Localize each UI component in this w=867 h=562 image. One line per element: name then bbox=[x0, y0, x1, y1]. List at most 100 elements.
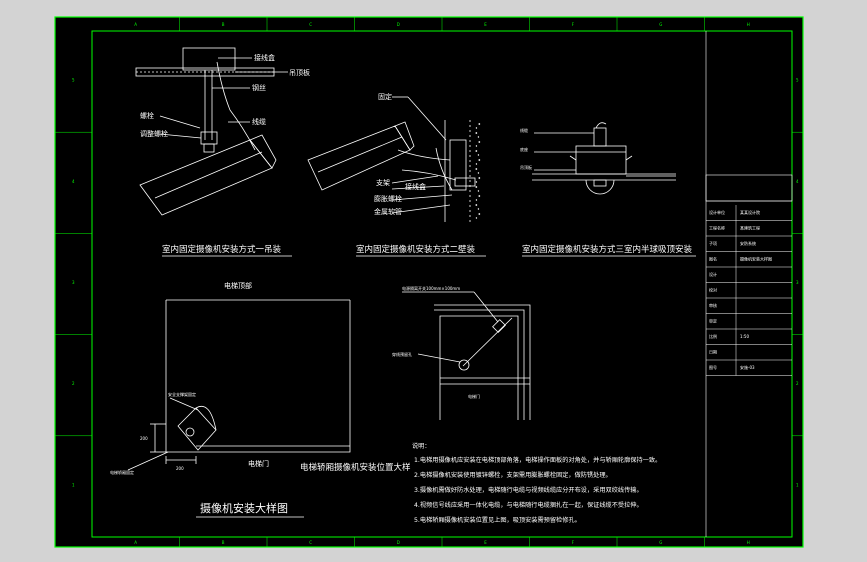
title-block-text: 设计单位某某设计院工程名称某建筑工程子项安防系统图名摄像机安装大样图设计校对审核… bbox=[709, 209, 772, 370]
wall-hatch-dot bbox=[475, 181, 478, 183]
column-marker-bottom: C bbox=[309, 540, 312, 545]
wall-hatch-dot bbox=[475, 199, 478, 201]
dome-caption: 室内固定摄像机安装方式三室内半球吸顶安装 bbox=[522, 244, 693, 255]
title-block-label: 审定 bbox=[709, 318, 717, 324]
title-block-label: 设计单位 bbox=[709, 209, 725, 215]
label-cable: 线缆 bbox=[252, 117, 266, 126]
notes-heading: 说明： bbox=[412, 442, 431, 450]
row-marker-right: 4 bbox=[796, 179, 799, 184]
corner-labels: 电源隔离开关100mm×100mm 穿线预留孔 电梯门 bbox=[392, 285, 480, 399]
row-marker-left: 3 bbox=[72, 280, 75, 285]
title-block-label: 日期 bbox=[709, 349, 717, 355]
row-marker-left: 2 bbox=[72, 381, 75, 386]
pendant-labels: 接线盒 吊顶板 钢丝 螺栓 调整螺栓 线缆 室内固定摄像机安装方式一吊装 bbox=[140, 53, 310, 255]
column-marker-bottom: G bbox=[659, 540, 662, 545]
wall-hatch-dot bbox=[475, 217, 478, 219]
column-marker-top: G bbox=[659, 22, 662, 27]
label-wall-bolt: 膨胀螺栓 bbox=[374, 194, 402, 203]
title-block-label: 图号 bbox=[709, 364, 717, 370]
label-dim-h: 200 bbox=[176, 466, 184, 471]
elevator-labels: 电梯顶部 安全支撑架固定 电梯轿厢固定 200 200 电梯门 电梯轿厢摄像机安… bbox=[110, 281, 411, 475]
note-line-1: 1.电梯用摄像机应安装在电梯顶部角落，电梯操作面板的对角处，并与轿厢轮廓保持一致… bbox=[414, 456, 661, 464]
note-line-2: 2.电梯摄像机安装使用镀锌螺栓，支架需用膨胀螺栓固定，做防锈处理。 bbox=[414, 471, 612, 479]
column-marker-top: B bbox=[222, 22, 225, 27]
wall-hatch-dot bbox=[477, 190, 480, 192]
wall-texture bbox=[475, 123, 481, 219]
pendant-caption: 室内固定摄像机安装方式一吊装 bbox=[162, 244, 282, 255]
label-wall-bracket: 支架 bbox=[376, 178, 390, 187]
title-block-label: 工程名称 bbox=[709, 225, 725, 231]
column-marker-top: D bbox=[397, 22, 400, 27]
label-dome-base: 底座 bbox=[520, 146, 528, 152]
note-line-3: 3.摄像机需做好防水处理，电梯随行电缆与视频线缆应分开布设，采用双绞线传输。 bbox=[414, 486, 643, 494]
wall-hatch-dot bbox=[475, 132, 478, 134]
title-block-label: 子项 bbox=[709, 240, 717, 246]
column-marker-top: C bbox=[309, 22, 312, 27]
row-marker-right: 5 bbox=[796, 78, 799, 83]
notes-block: 说明： 1.电梯用摄像机应安装在电梯顶部角落，电梯操作面板的对角处，并与轿厢轮廓… bbox=[412, 442, 661, 524]
pendant-view bbox=[135, 47, 288, 216]
wall-hatch-dot bbox=[475, 127, 478, 129]
corner-view bbox=[402, 291, 531, 420]
label-corner-conduit: 电源隔离开关100mm×100mm bbox=[402, 285, 460, 291]
wall-labels: 固定 支架 接线盒 膨胀螺栓 金属软管 室内固定摄像机安装方式二壁装 bbox=[356, 92, 476, 255]
column-marker-bottom: A bbox=[134, 540, 137, 545]
wall-hatch-dot bbox=[478, 159, 481, 161]
label-wall-anchor: 金属软管 bbox=[374, 207, 402, 216]
outer-frame bbox=[54, 16, 804, 548]
row-marker-right: 3 bbox=[796, 280, 799, 285]
sheet-background bbox=[55, 17, 803, 547]
wall-hatch-dot bbox=[478, 195, 481, 197]
wall-hatch-dot bbox=[475, 204, 478, 206]
wall-hatch-dot bbox=[477, 172, 480, 174]
row-marker-left: 5 bbox=[72, 78, 75, 83]
row-marker-right: 2 bbox=[796, 381, 799, 386]
wall-hatch-dot bbox=[475, 168, 478, 170]
label-bracket: 螺栓 bbox=[140, 111, 154, 120]
label-corner-floor: 电梯门 bbox=[468, 393, 480, 399]
column-marker-top: E bbox=[484, 22, 487, 27]
main-title: 摄像机安装大样图 bbox=[200, 501, 288, 515]
wall-hatch-dot bbox=[477, 136, 480, 138]
wall-hatch-dot bbox=[475, 186, 478, 188]
wall-hatch-dot bbox=[478, 141, 481, 143]
title-block-label: 审核 bbox=[709, 302, 717, 308]
column-marker-top: A bbox=[134, 22, 137, 27]
label-adjuster: 调整螺栓 bbox=[140, 129, 168, 138]
label-conduit: 钢丝 bbox=[252, 83, 266, 92]
column-marker-top: H bbox=[747, 22, 750, 27]
title-block-value: 安防系统 bbox=[740, 240, 756, 246]
wall-hatch-dot bbox=[477, 208, 480, 210]
column-marker-bottom: F bbox=[572, 540, 575, 545]
label-wall-top: 固定 bbox=[378, 92, 392, 101]
label-junction-box: 接线盒 bbox=[254, 53, 275, 62]
wall-hatch-dot bbox=[475, 150, 478, 152]
label-dim-v: 200 bbox=[140, 436, 148, 441]
wall-hatch-dot bbox=[475, 145, 478, 147]
elevator-view bbox=[127, 299, 351, 471]
label-elevator-floor: 电梯门 bbox=[248, 459, 269, 468]
column-marker-bottom: E bbox=[484, 540, 487, 545]
title-block-value: 1:50 bbox=[740, 334, 749, 339]
dome-view bbox=[532, 122, 676, 195]
title-block-value: 某建筑工程 bbox=[740, 225, 760, 231]
column-marker-bottom: B bbox=[222, 540, 225, 545]
title-block-value: 某某设计院 bbox=[740, 209, 760, 215]
title-block-label: 校对 bbox=[709, 287, 717, 293]
wall-hatch-dot bbox=[478, 177, 481, 179]
label-corner-hole: 穿线预留孔 bbox=[392, 351, 412, 357]
title-block-label: 图名 bbox=[709, 256, 717, 262]
label-dome-ceiling: 吊顶板 bbox=[520, 164, 532, 170]
wall-caption: 室内固定摄像机安装方式二壁装 bbox=[356, 244, 476, 255]
note-line-5: 5.电梯轿厢摄像机安装位置见上图，吸顶安装需预留检修孔。 bbox=[414, 516, 581, 524]
column-marker-bottom: H bbox=[747, 540, 750, 545]
label-car-top-support: 安全支撑架固定 bbox=[168, 391, 196, 397]
dome-labels: 线缆 底座 吊顶板 室内固定摄像机安装方式三室内半球吸顶安装 bbox=[520, 127, 693, 255]
title-block-label: 比例 bbox=[709, 333, 717, 339]
title-block-value: 摄像机安装大样图 bbox=[740, 256, 772, 262]
row-marker-left: 1 bbox=[72, 482, 75, 487]
column-marker-bottom: D bbox=[397, 540, 400, 545]
